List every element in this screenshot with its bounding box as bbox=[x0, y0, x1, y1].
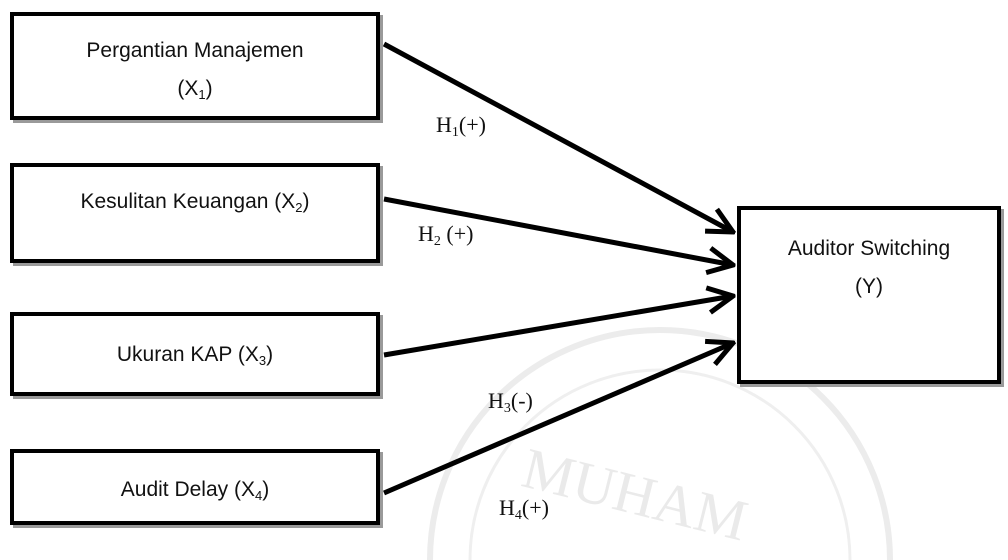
diagram-arrows bbox=[382, 41, 1008, 496]
arrow-h4 bbox=[383, 343, 733, 496]
box-y-variable: (Y) bbox=[855, 275, 883, 298]
box-x4-label: Audit Delay (X4) bbox=[120, 478, 270, 503]
arrow-h2 bbox=[383, 196, 733, 265]
hypothesis-h2-label: H2 (+) bbox=[418, 221, 474, 249]
box-x1-label: Pergantian Manajemen bbox=[86, 39, 304, 62]
box-pergantian-manajemen: Pergantian Manajemen (X1) bbox=[10, 12, 380, 120]
hypothesis-h1-label: H1(+) bbox=[436, 112, 486, 140]
box-kesulitan-keuangan: Kesulitan Keuangan (X2) bbox=[10, 163, 380, 263]
hypothesis-h4-label: H4(+) bbox=[499, 495, 549, 523]
hypothesis-h3-label: H3(-) bbox=[488, 388, 533, 416]
arrow-h1 bbox=[382, 41, 733, 232]
box-y-label: Auditor Switching bbox=[787, 237, 951, 260]
box-audit-delay: Audit Delay (X4) bbox=[10, 449, 380, 525]
box-x2-label: Kesulitan Keuangan (X2) bbox=[80, 190, 310, 215]
box-ukuran-kap: Ukuran KAP (X3) bbox=[10, 312, 380, 396]
box-x3-label: Ukuran KAP (X3) bbox=[116, 343, 274, 368]
box-auditor-switching: Auditor Switching (Y) bbox=[737, 206, 1001, 384]
box-x1-variable: (X1) bbox=[177, 77, 213, 102]
arrow-h3 bbox=[383, 296, 733, 358]
